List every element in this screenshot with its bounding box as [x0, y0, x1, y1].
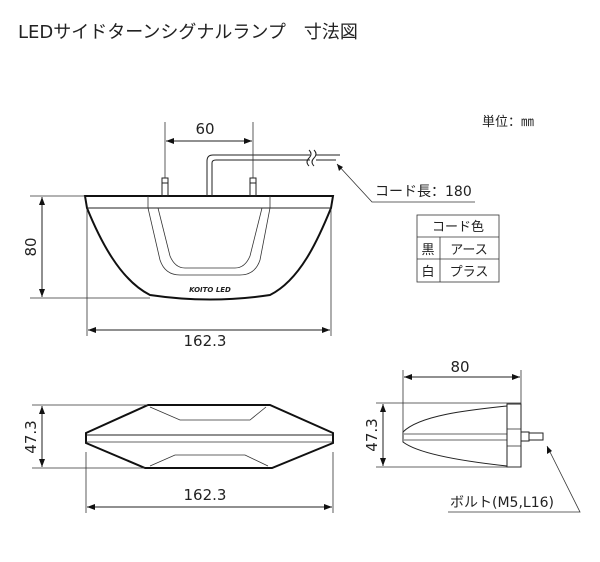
dim-bottom-width: 162.3 [184, 486, 227, 504]
bottom-view: 47.3 162.3 [22, 404, 334, 513]
row-role: プラス [450, 265, 489, 280]
row-color: 白 [421, 264, 434, 280]
dim-stud-spacing: 60 [195, 120, 214, 138]
dim-side-length: 80 [450, 358, 469, 376]
dim-front-height: 80 [22, 237, 40, 256]
side-view: 80 47.3 ボルト(M5,L16) [363, 358, 581, 513]
bolt-label: ボルト(M5,L16) [450, 495, 554, 511]
cord-length-label: コード長：180 [375, 184, 472, 200]
cord-leader [336, 163, 475, 203]
dim-bottom-depth: 47.3 [22, 420, 40, 453]
unit-label: 単位：㎜ [482, 114, 534, 130]
dim-front-width: 162.3 [184, 332, 227, 350]
drawing-title: LEDサイドターンシグナルランプ 寸法図 [18, 22, 358, 43]
row-color: 黒 [421, 243, 434, 258]
manufacturer-logo: KOITO LED [189, 286, 231, 294]
cord-color-table: コード色 黒 アース 白 プラス [416, 214, 500, 283]
row-role: アース [450, 243, 488, 258]
dim-side-depth: 47.3 [363, 418, 381, 451]
front-view: KOITO LED 60 80 162.3 [22, 120, 340, 350]
table-header: コード色 [432, 219, 484, 235]
